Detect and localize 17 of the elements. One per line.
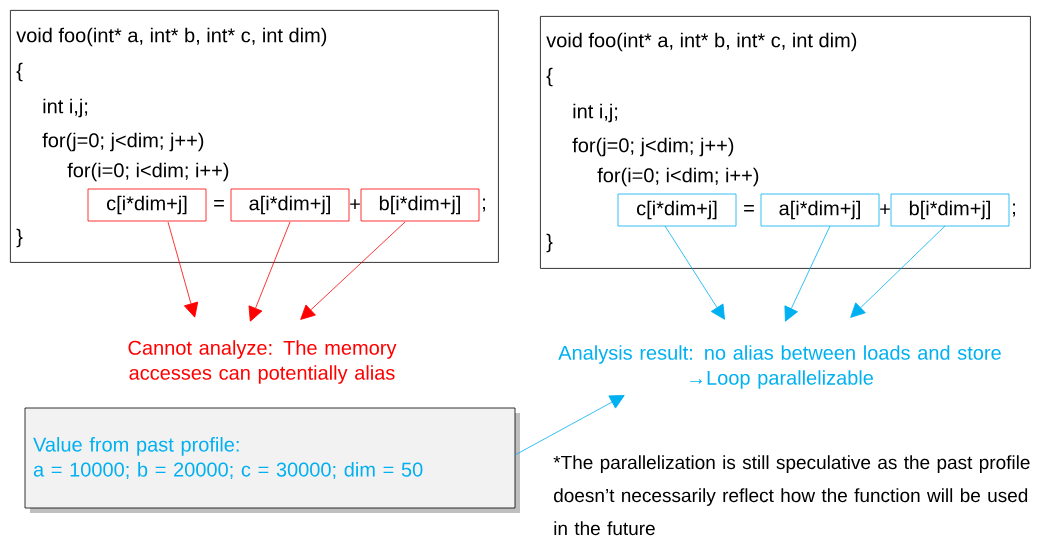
annotation-text: Cannot analyze: The memory accesses can potentially alias [128, 340, 397, 384]
result-text: Analysis result: no alias between loads and store →Loop parallelizable [558, 345, 1001, 389]
arrow [664, 225, 725, 320]
arrow [850, 225, 946, 318]
highlight-box: a[i*dim+j] [230, 188, 350, 222]
info-box: Value from past profile: a = 10000; b = 20000; c = 30000; dim = 50 [24, 407, 520, 513]
arrow [167, 221, 199, 318]
arrow [248, 221, 291, 322]
arrow [784, 225, 831, 322]
arrow [300, 221, 406, 320]
footnote-text: *The parallelization is still speculative as the past profile doesn’t necessarily reflect how the function will be used in the future [553, 455, 1030, 536]
highlight-box: a[i*dim+j] [760, 193, 880, 227]
highlight-box: b[i*dim+j] [890, 193, 1010, 227]
arrow [514, 395, 625, 456]
highlight-box: c[i*dim+j] [617, 193, 737, 227]
highlight-box: c[i*dim+j] [87, 188, 207, 222]
highlight-box: b[i*dim+j] [360, 188, 480, 222]
